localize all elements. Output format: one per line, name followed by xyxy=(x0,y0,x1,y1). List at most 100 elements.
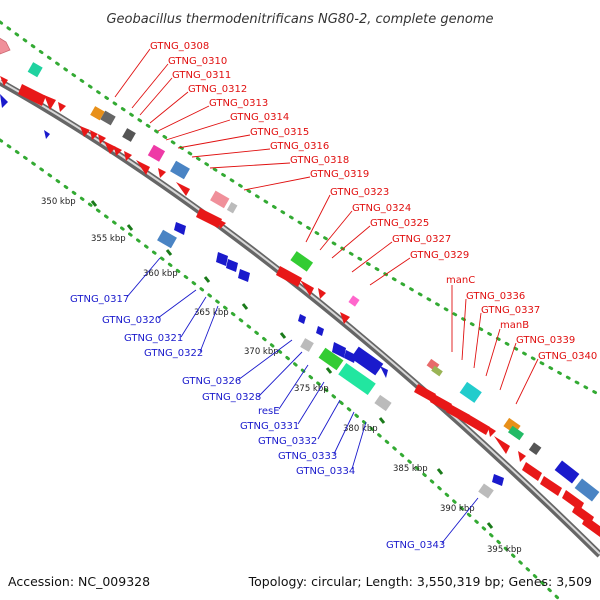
gene-label[interactable]: GTNG_0316 xyxy=(270,141,329,152)
gene-label[interactable]: GTNG_0315 xyxy=(250,127,309,138)
gene-feature[interactable] xyxy=(431,365,443,377)
gene-label[interactable]: GTNG_0308 xyxy=(150,41,209,52)
gene-feature[interactable] xyxy=(507,425,525,441)
gene-label[interactable]: GTNG_0324 xyxy=(352,203,411,214)
gene-feature[interactable] xyxy=(300,280,314,296)
gene-feature[interactable] xyxy=(80,126,90,137)
gene-label[interactable]: GTNG_0325 xyxy=(370,218,429,229)
gene-feature[interactable] xyxy=(176,182,190,196)
gene-feature[interactable] xyxy=(344,350,356,363)
gene-feature[interactable] xyxy=(298,314,306,324)
gene-feature[interactable] xyxy=(122,128,136,142)
gene-label[interactable]: GTNG_0340 xyxy=(538,351,597,362)
gene-feature[interactable] xyxy=(44,130,50,139)
gene-feature[interactable] xyxy=(170,160,190,180)
gene-feature[interactable] xyxy=(540,476,562,496)
gene-feature[interactable] xyxy=(290,251,314,272)
gene-feature[interactable] xyxy=(0,94,8,108)
gene-label[interactable]: GTNG_0317 xyxy=(70,294,129,305)
gene-feature[interactable] xyxy=(414,384,436,402)
gene-feature[interactable] xyxy=(332,342,346,358)
gene-feature[interactable] xyxy=(478,483,494,499)
gene-feature[interactable] xyxy=(338,362,376,396)
gene-label[interactable]: GTNG_0343 xyxy=(386,540,445,551)
gene-feature[interactable] xyxy=(114,146,122,156)
gene-label[interactable]: GTNG_0311 xyxy=(172,70,231,81)
gene-label[interactable]: manB xyxy=(500,320,529,331)
gene-feature[interactable] xyxy=(210,190,230,209)
gene-feature[interactable] xyxy=(100,110,116,126)
gene-label[interactable]: GTNG_0321 xyxy=(124,333,183,344)
gene-label[interactable]: GTNG_0329 xyxy=(410,250,469,261)
gene-label[interactable]: GTNG_0314 xyxy=(230,112,289,123)
gene-feature[interactable] xyxy=(582,516,600,537)
gene-feature[interactable] xyxy=(98,134,106,144)
gene-feature[interactable] xyxy=(136,160,150,175)
gene-label[interactable]: GTNG_0339 xyxy=(516,335,575,346)
minus-strand-genes xyxy=(0,94,504,499)
gene-feature[interactable] xyxy=(226,202,238,214)
gene-feature[interactable] xyxy=(464,414,490,435)
gene-label[interactable]: GTNG_0336 xyxy=(466,291,525,302)
gene-label[interactable]: GTNG_0323 xyxy=(330,187,389,198)
gene-feature[interactable] xyxy=(492,474,504,486)
gene-label[interactable]: GTNG_0318 xyxy=(290,155,349,166)
gene-feature[interactable] xyxy=(554,460,580,484)
gene-feature[interactable] xyxy=(318,288,326,299)
gene-feature[interactable] xyxy=(27,62,43,78)
gene-label[interactable]: GTNG_0322 xyxy=(144,348,203,359)
gene-label[interactable]: manC xyxy=(446,275,475,286)
gene-label[interactable]: GTNG_0313 xyxy=(209,98,268,109)
gene-feature[interactable] xyxy=(90,130,98,140)
gene-label[interactable]: GTNG_0331 xyxy=(240,421,299,432)
gene-feature[interactable] xyxy=(58,102,66,112)
gene-feature[interactable] xyxy=(318,347,344,371)
gene-feature[interactable] xyxy=(0,76,8,86)
gene-feature[interactable] xyxy=(158,168,166,178)
gene-feature[interactable] xyxy=(226,259,238,272)
gene-label[interactable]: GTNG_0327 xyxy=(392,234,451,245)
gene-feature[interactable] xyxy=(218,219,226,229)
gene-label[interactable]: GTNG_0328 xyxy=(202,392,261,403)
gene-feature[interactable] xyxy=(316,326,324,336)
gene-label[interactable]: resE xyxy=(258,406,280,417)
gene-feature[interactable] xyxy=(348,295,360,307)
gene-feature[interactable] xyxy=(528,442,542,455)
gene-feature[interactable] xyxy=(380,366,388,378)
gene-label[interactable]: GTNG_0310 xyxy=(168,56,227,67)
gene-feature[interactable] xyxy=(430,394,452,412)
gene-feature[interactable] xyxy=(0,36,11,55)
gene-label[interactable]: GTNG_0332 xyxy=(258,436,317,447)
gene-feature[interactable] xyxy=(124,151,132,161)
gene-feature[interactable] xyxy=(104,141,116,154)
gene-feature[interactable] xyxy=(276,266,302,287)
gene-feature[interactable] xyxy=(374,394,392,412)
gene-feature[interactable] xyxy=(174,222,186,235)
gene-feature[interactable] xyxy=(562,490,584,511)
gene-feature[interactable] xyxy=(518,451,526,462)
gene-feature[interactable] xyxy=(44,95,56,110)
gene-feature[interactable] xyxy=(90,106,105,121)
gene-feature[interactable] xyxy=(147,144,166,162)
gene-feature[interactable] xyxy=(216,252,228,266)
gene-label[interactable]: GTNG_0312 xyxy=(188,84,247,95)
gene-feature[interactable] xyxy=(522,462,542,481)
gene-feature[interactable] xyxy=(350,346,384,376)
gene-label[interactable]: GTNG_0334 xyxy=(296,466,355,477)
gene-feature[interactable] xyxy=(340,312,350,324)
gene-feature[interactable] xyxy=(18,84,46,106)
gene-label[interactable]: GTNG_0320 xyxy=(102,315,161,326)
gene-feature[interactable] xyxy=(459,381,482,403)
gene-feature[interactable] xyxy=(494,436,510,454)
gene-feature[interactable] xyxy=(196,208,222,228)
gene-feature[interactable] xyxy=(157,229,177,249)
gene-label[interactable]: GTNG_0333 xyxy=(278,451,337,462)
gene-feature[interactable] xyxy=(238,269,250,282)
gene-label[interactable]: GTNG_0319 xyxy=(310,169,369,180)
gene-feature[interactable] xyxy=(300,338,314,352)
gene-feature[interactable] xyxy=(488,426,496,437)
gene-feature[interactable] xyxy=(446,404,470,423)
gene-label[interactable]: GTNG_0326 xyxy=(182,376,241,387)
gene-label[interactable]: GTNG_0337 xyxy=(481,305,540,316)
gene-feature[interactable] xyxy=(574,478,600,502)
